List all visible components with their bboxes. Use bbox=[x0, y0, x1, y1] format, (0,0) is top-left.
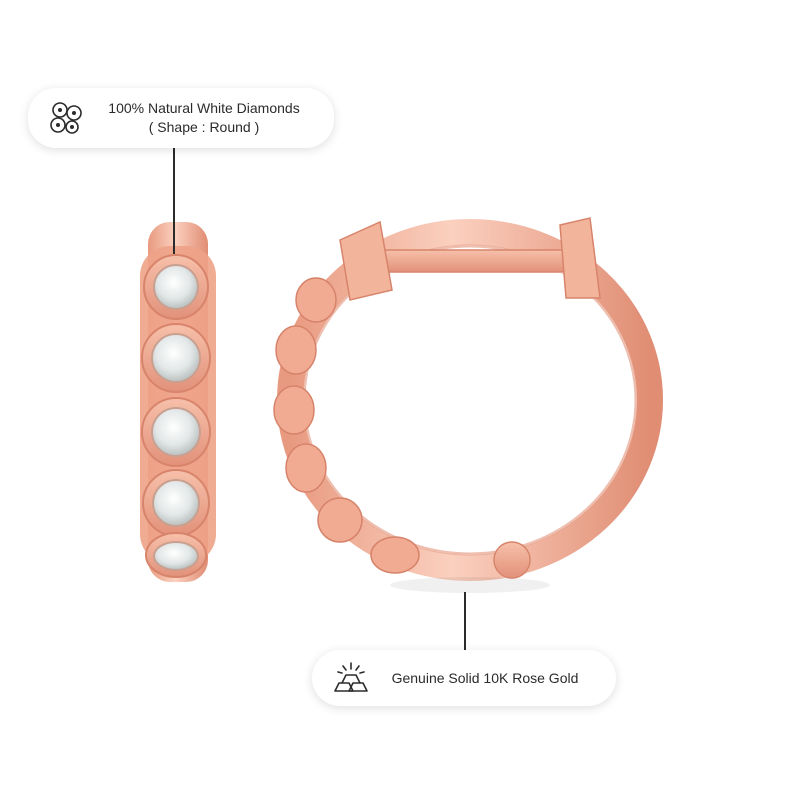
hinge-post bbox=[379, 249, 569, 273]
diamonds-label: 100% Natural White Diamonds bbox=[108, 100, 300, 116]
earring-side-view bbox=[273, 217, 663, 593]
gold-label: Genuine Solid 10K Rose Gold bbox=[391, 669, 579, 686]
gold-bars-icon bbox=[328, 656, 372, 700]
gold-callout: Genuine Solid 10K Rose Gold bbox=[312, 650, 616, 706]
bezel-diamond-5 bbox=[145, 532, 207, 578]
bezel-diamond-1 bbox=[143, 254, 209, 320]
diamonds-callout-text: 100% Natural White Diamonds ( Shape : Ro… bbox=[88, 99, 334, 137]
clasp-bead bbox=[493, 541, 531, 579]
callout-leader-line-diamonds bbox=[173, 148, 175, 254]
diamonds-shape-label: ( Shape : Round ) bbox=[148, 119, 260, 135]
diamonds-cluster-icon bbox=[44, 96, 88, 140]
bezel-diamond-2 bbox=[141, 323, 211, 393]
callout-leader-line-gold bbox=[464, 592, 466, 650]
bezel-diamond-3 bbox=[141, 397, 211, 467]
bezel-diamond-4 bbox=[142, 469, 210, 537]
earring-front-view bbox=[140, 222, 216, 582]
diamonds-callout: 100% Natural White Diamonds ( Shape : Ro… bbox=[28, 88, 334, 148]
